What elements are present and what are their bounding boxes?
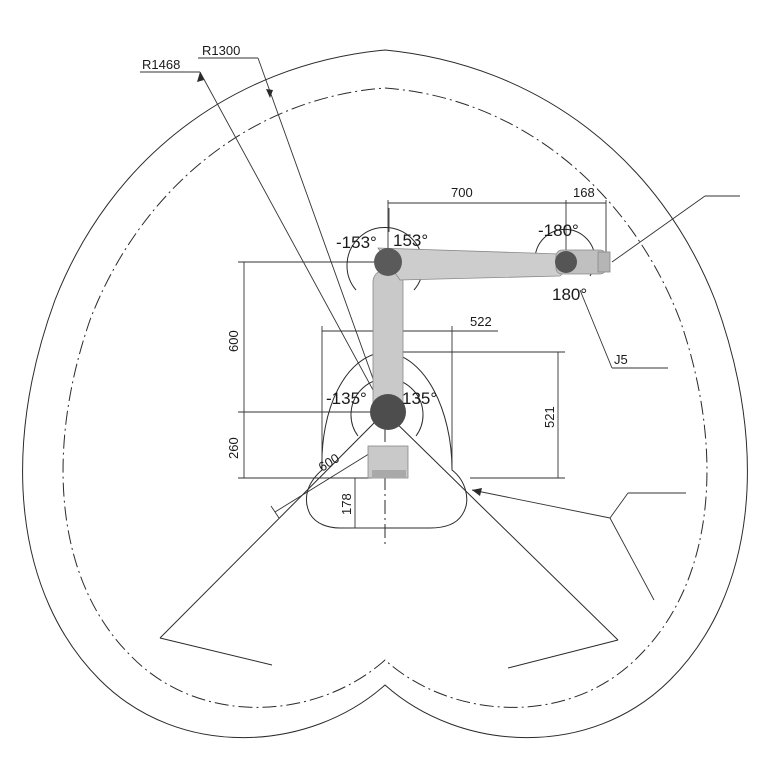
r1300-arrow [266,89,273,98]
dim-600-diag-label: 600 [316,450,342,474]
r1300-radius [257,57,386,413]
angle-pos153: 153° [393,231,428,250]
sector-arc-right [507,639,619,669]
robot-arm [367,247,611,479]
dim-522-label: 522 [470,314,492,329]
r1300-label: R1300 [202,43,240,58]
j5-leader-d [579,289,613,369]
dim-260-label: 260 [226,437,241,459]
outer-envelope [22,49,748,739]
dim-600-vertical-label: 600 [226,330,241,352]
right-leader-arrow [472,488,482,496]
sector-line-right [384,411,619,641]
dim-600-diag-tick [270,505,280,519]
dim-521-label: 521 [542,406,557,428]
base-zone-outline [306,351,468,529]
angle-pos180: 180° [552,285,587,304]
angle-neg135: -135° [326,389,367,408]
j5-label: J5 [614,352,628,367]
angle-neg153: -153° [336,233,377,252]
angle-pos135: 135° [402,389,437,408]
dim-600-diag-line [274,451,373,513]
joint2-hub [374,248,402,276]
joint1-hub [370,394,406,430]
sector-line-left [159,411,386,639]
dim-700-label: 700 [451,185,473,200]
right-leader-c [609,517,655,601]
joint5-hub [555,251,577,273]
r1468-label: R1468 [142,57,180,72]
angle-neg180: -180° [538,221,579,240]
sector-arc-left [159,637,273,666]
r1468-radius [199,71,386,413]
r1468-arrow [197,72,204,82]
top-right-leader-d [611,195,706,263]
inner-envelope [62,87,708,708]
dim-178-label: 178 [339,493,354,515]
right-leader-b [471,489,611,519]
right-leader-a [609,492,629,519]
dim-168-label: 168 [573,185,595,200]
